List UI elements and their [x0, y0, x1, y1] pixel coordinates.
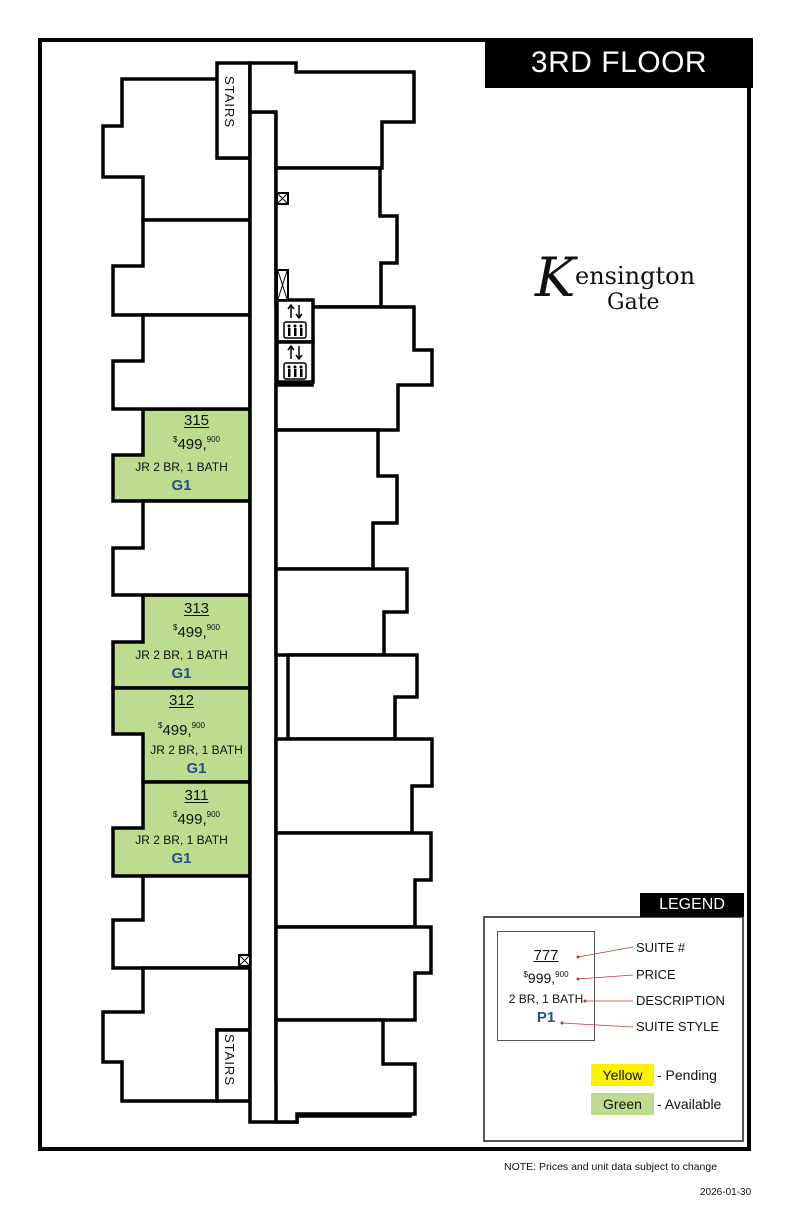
- disclaimer-note: NOTE: Prices and unit data subject to ch…: [504, 1161, 718, 1173]
- brand-name: ensington: [575, 262, 696, 290]
- unit-315-details: JR 2 BR, 1 BATH G1: [113, 457, 250, 495]
- legend-key-suite-number: SUITE #: [636, 940, 686, 955]
- stairs-label-bottom: STAIRS: [222, 1034, 237, 1086]
- suite-price: $499,900: [172, 623, 220, 641]
- right-units: [248, 61, 434, 1124]
- plan-frame: [38, 38, 751, 1151]
- suite-style: G1: [171, 477, 192, 494]
- legend-key-price: PRICE: [636, 967, 676, 982]
- suite-style: G1: [171, 850, 192, 867]
- suite-description: JR 2 BR, 1 BATH: [135, 648, 228, 662]
- suite-number: 311: [184, 787, 209, 804]
- stairs-top-box: [215, 61, 252, 160]
- legend-box: [483, 916, 744, 1142]
- unit-315[interactable]: 315 $499,900: [143, 412, 250, 455]
- available-meaning: - Available: [657, 1096, 722, 1112]
- suite-price: $499,900: [172, 810, 220, 828]
- suite-number: 313: [183, 600, 210, 617]
- sample-suite-number: 777: [533, 947, 559, 964]
- sample-price: $999,900: [523, 970, 569, 986]
- left-units: [101, 77, 252, 1103]
- legend-key-suite-style: SUITE STYLE: [636, 1019, 720, 1034]
- pending-meaning: - Pending: [657, 1067, 717, 1083]
- legend-sample-suite: 777 $999,900 2 BR, 1 BATH P1: [497, 931, 595, 1041]
- unit-312[interactable]: 312 $499,900: [113, 692, 250, 741]
- suite-price: $499,900: [172, 435, 220, 453]
- stairs-label-top: STAIRS: [222, 76, 237, 128]
- unit-311-details: JR 2 BR, 1 BATH G1: [113, 830, 250, 868]
- sample-style: P1: [536, 1009, 556, 1026]
- shaft-icons: [238, 192, 289, 967]
- suite-style: G1: [171, 665, 192, 682]
- elevator-icons: [283, 303, 307, 380]
- swatch-pending: Yellow: [591, 1064, 654, 1086]
- suite-description: JR 2 BR, 1 BATH: [135, 833, 228, 847]
- legend-title: LEGEND: [640, 893, 744, 917]
- suite-number: 315: [183, 412, 210, 429]
- floor-title: 3RD FLOOR: [485, 38, 753, 88]
- sample-description: 2 BR, 1 BATH: [508, 992, 584, 1006]
- brand-subtitle: Gate: [607, 290, 660, 315]
- brand-initial: K: [535, 246, 576, 309]
- legend-key-description: DESCRIPTION: [636, 993, 725, 1008]
- unit-311[interactable]: 311 $499,900: [143, 787, 250, 830]
- unit-312-details: JR 2 BR, 1 BATH G1: [143, 740, 250, 778]
- suite-number: 312: [168, 692, 195, 709]
- legend-leaders: [560, 946, 634, 1028]
- available-units: [111, 407, 252, 878]
- unit-313[interactable]: 313 $499,900: [143, 600, 250, 643]
- suite-description: JR 2 BR, 1 BATH: [150, 743, 243, 757]
- suite-description: JR 2 BR, 1 BATH: [135, 460, 228, 474]
- suite-style: G1: [186, 760, 207, 777]
- date-stamp: 2026-01-30: [700, 1187, 752, 1198]
- suite-price: $499,900: [157, 721, 205, 739]
- unit-313-details: JR 2 BR, 1 BATH G1: [113, 645, 250, 683]
- swatch-available: Green: [591, 1093, 654, 1115]
